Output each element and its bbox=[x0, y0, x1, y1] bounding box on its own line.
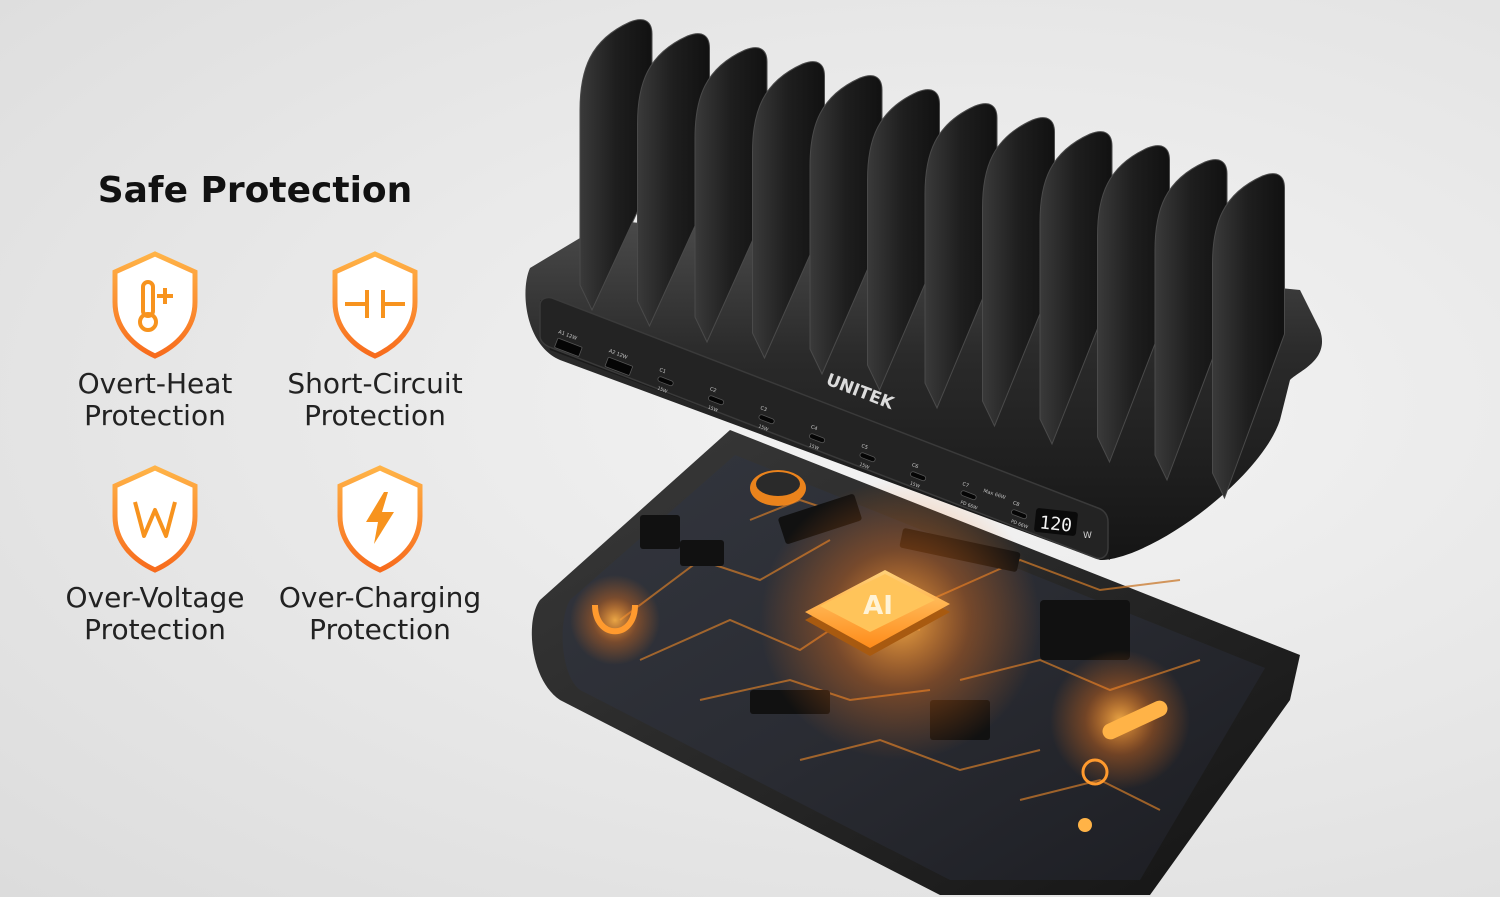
lightning-bolt-icon bbox=[337, 465, 423, 573]
circuit-break-icon bbox=[332, 251, 418, 359]
feature-label-line2: Protection bbox=[304, 399, 446, 432]
divider-fin bbox=[809, 75, 883, 376]
divider-fin bbox=[1154, 159, 1228, 482]
ai-chip: AI bbox=[805, 570, 950, 656]
usb-a-port bbox=[554, 337, 583, 357]
port-label: C7 bbox=[961, 481, 969, 489]
divider-fin bbox=[982, 117, 1055, 428]
divider-fin bbox=[924, 103, 998, 410]
feature-label-line1: Over-Charging bbox=[278, 581, 482, 614]
feature-label-line1: Short-Circuit bbox=[287, 367, 463, 400]
display-value: 120 bbox=[1038, 512, 1073, 536]
divider-fin bbox=[637, 33, 710, 328]
usb-c-port bbox=[708, 395, 725, 406]
pcb-tray: AI bbox=[531, 430, 1300, 895]
usb-c-port bbox=[809, 433, 826, 444]
port-power-label: 15W bbox=[808, 443, 820, 452]
chip-label: AI bbox=[863, 591, 893, 621]
page-title: Safe Protection bbox=[97, 170, 413, 211]
port-label: C8 bbox=[1012, 500, 1020, 508]
divider-fin bbox=[752, 61, 825, 360]
feature-label-line2: Protection bbox=[84, 399, 226, 432]
usb-c-port bbox=[758, 414, 775, 425]
feature-label-line2: Protection bbox=[84, 613, 226, 646]
port-label: C4 bbox=[810, 424, 818, 432]
divider-fin bbox=[1212, 173, 1285, 500]
usb-a-port bbox=[604, 356, 633, 376]
divider-fin bbox=[1097, 145, 1170, 464]
port-label: C1 bbox=[658, 367, 666, 375]
port-power-label: 15W bbox=[656, 386, 668, 395]
usb-c-port bbox=[960, 490, 977, 501]
divider-fin bbox=[579, 19, 653, 312]
port-label: C6 bbox=[911, 462, 919, 470]
feature-short-circuit: Short-Circuit Protection bbox=[260, 248, 490, 432]
feature-overheat: Overt-Heat Protection bbox=[40, 248, 270, 432]
port-power-label: 15W bbox=[707, 405, 719, 414]
display-unit: W bbox=[1083, 531, 1092, 541]
usb-c-port bbox=[859, 452, 876, 463]
usb-c-port bbox=[910, 471, 927, 482]
feature-label-line2: Protection bbox=[309, 613, 451, 646]
thermometer-plus-icon bbox=[112, 251, 198, 359]
feature-label-line1: Over-Voltage bbox=[65, 581, 245, 614]
port-label: C3 bbox=[759, 405, 767, 413]
watt-w-icon bbox=[112, 465, 198, 573]
port-label: C5 bbox=[860, 443, 868, 451]
feature-label-line1: Overt-Heat bbox=[77, 367, 233, 400]
divider-fin bbox=[1039, 131, 1113, 446]
power-display: 120 W bbox=[1034, 508, 1092, 541]
usb-c-port bbox=[657, 376, 674, 387]
port-power-label: 15W bbox=[858, 462, 870, 471]
feature-over-voltage: Over-Voltage Protection bbox=[40, 462, 270, 646]
usb-c-port bbox=[1011, 509, 1028, 520]
divider-fin bbox=[694, 47, 768, 344]
feature-over-charging: Over-Charging Protection bbox=[265, 462, 495, 646]
divider-fin bbox=[867, 89, 940, 392]
port-label: C2 bbox=[709, 386, 717, 394]
port-power-label: 15W bbox=[757, 424, 769, 433]
port-power-label: 15W bbox=[909, 481, 921, 490]
